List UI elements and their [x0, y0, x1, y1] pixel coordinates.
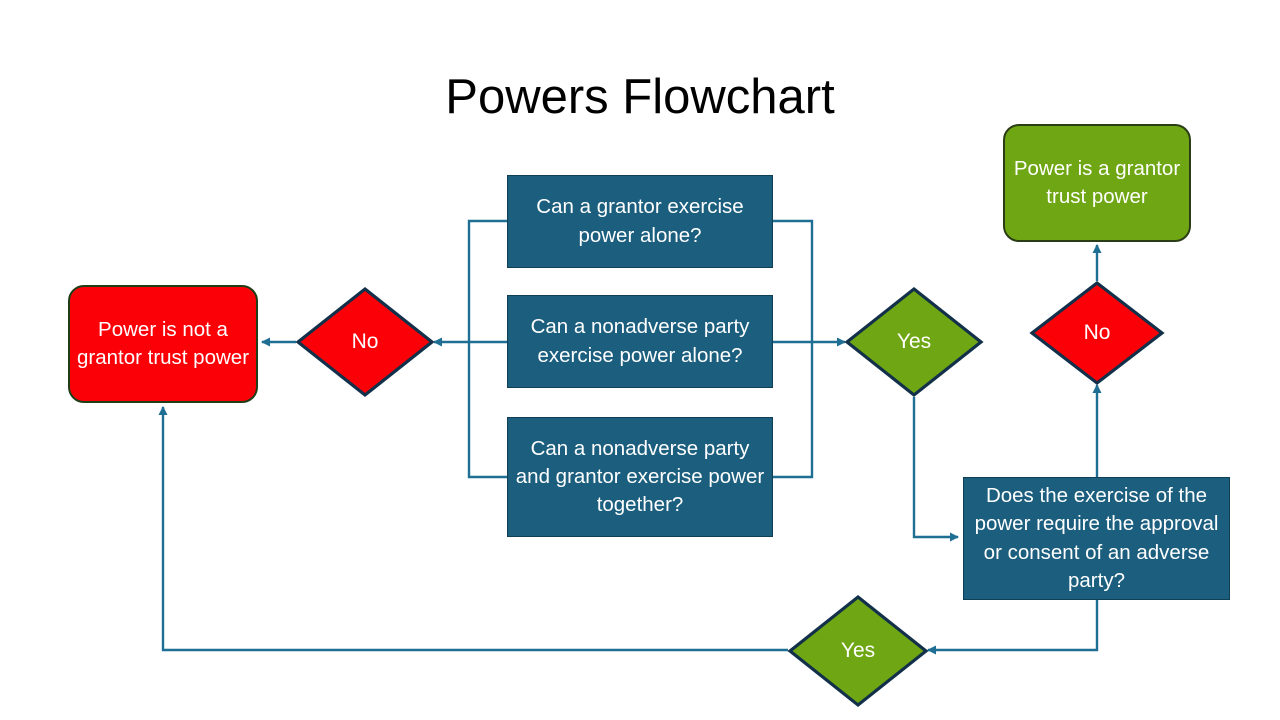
diamond-shape — [1029, 280, 1165, 386]
connector-box1-to-left-spine — [467, 219, 507, 342]
page-title: Powers Flowchart — [445, 70, 835, 124]
process-label: Can a grantor exercise power alone? — [536, 195, 744, 247]
process-does-exercise-require-adverse-party-consent[interactable]: Does the exercise of the power require t… — [963, 477, 1230, 600]
process-can-grantor-exercise-alone[interactable]: Can a grantor exercise power alone? — [507, 175, 773, 268]
diamond-shape — [844, 286, 984, 398]
connector-bottom-yes-to-not-grantor-trust — [158, 406, 788, 652]
diamond-shape — [295, 286, 435, 398]
terminator-label: Power is a grantor trust power — [1013, 156, 1181, 208]
connector-adverse-question-to-bottom-yes — [927, 600, 1099, 655]
connector-box3-to-right-spine — [773, 342, 814, 479]
process-can-nonadverse-party-exercise-alone[interactable]: Can a nonadverse party exercise power al… — [507, 295, 773, 388]
decision-yes-center[interactable]: Yes — [844, 286, 984, 398]
decision-label: Yes — [896, 330, 932, 353]
terminator-power-is-a-grantor-trust-power[interactable]: Power is a grantor trust power — [1003, 124, 1191, 242]
process-label: Does the exercise of the power require t… — [974, 483, 1219, 592]
diamond-shape — [787, 594, 929, 708]
decision-label: No — [351, 330, 379, 353]
connector-yes-to-adverse-question — [912, 397, 959, 542]
decision-yes-bottom[interactable]: Yes — [787, 594, 929, 708]
process-label: Can a nonadverse party exercise power al… — [530, 315, 750, 367]
terminator-label: Power is not a grantor trust power — [76, 317, 250, 369]
connector-box3-to-left-spine — [467, 342, 507, 479]
process-can-nonadverse-party-and-grantor-exercise-together[interactable]: Can a nonadverse party and grantor exerc… — [507, 417, 773, 537]
decision-label: No — [1083, 321, 1111, 344]
decision-no-right[interactable]: No — [1029, 280, 1165, 386]
decision-no-left[interactable]: No — [295, 286, 435, 398]
process-label: Can a nonadverse party and grantor exerc… — [515, 436, 765, 517]
connector-box1-to-right-spine — [773, 219, 814, 342]
terminator-power-is-not-a-grantor-trust-power[interactable]: Power is not a grantor trust power — [68, 285, 258, 403]
decision-label: Yes — [840, 639, 876, 662]
